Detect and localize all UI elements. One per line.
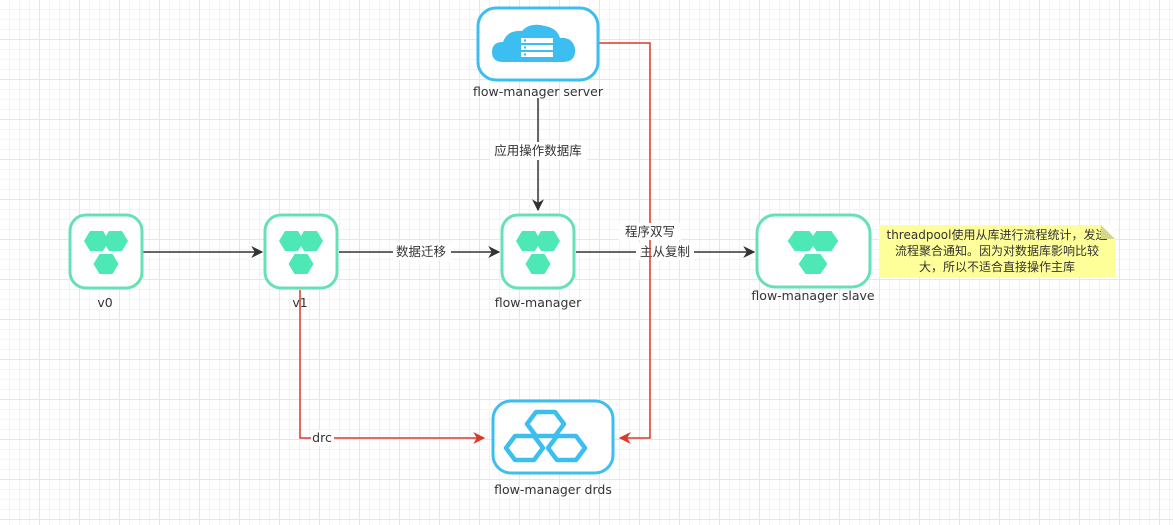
node-server[interactable] [476,6,600,82]
edge-server-drds [598,42,651,444]
node-server-label: flow-manager server [473,84,604,99]
sticky-note[interactable]: threadpool使用从库进行流程统计，发送流程聚合通知。因为对数据库影响比较… [879,225,1115,277]
node-drds[interactable] [491,399,615,475]
node-slave-label: flow-manager slave [751,288,874,303]
edge-v1-drds [299,290,486,444]
node-manager[interactable] [500,213,576,290]
cloud-server-icon [492,24,576,62]
edge-label-app-db: 应用操作数据库 [494,143,582,158]
node-v1-label: v1 [292,295,307,310]
edge-label-drc: drc [312,430,332,445]
sticky-note-text: threadpool使用从库进行流程统计，发送流程聚合通知。因为对数据库影响比较… [886,228,1108,274]
edge-label-replication: 主从复制 [640,244,690,259]
node-slave[interactable] [755,213,872,289]
node-manager-label: flow-manager [495,295,582,310]
node-v1[interactable] [263,213,339,290]
node-v0[interactable] [68,213,144,290]
node-drds-label: flow-manager drds [494,482,612,497]
hexagon-cluster-icon [503,409,588,463]
node-v0-label: v0 [97,295,112,310]
note-fold-corner [1101,225,1115,239]
edge-label-migration: 数据迁移 [396,244,446,259]
edge-label-dual-write: 程序双写 [625,224,675,239]
